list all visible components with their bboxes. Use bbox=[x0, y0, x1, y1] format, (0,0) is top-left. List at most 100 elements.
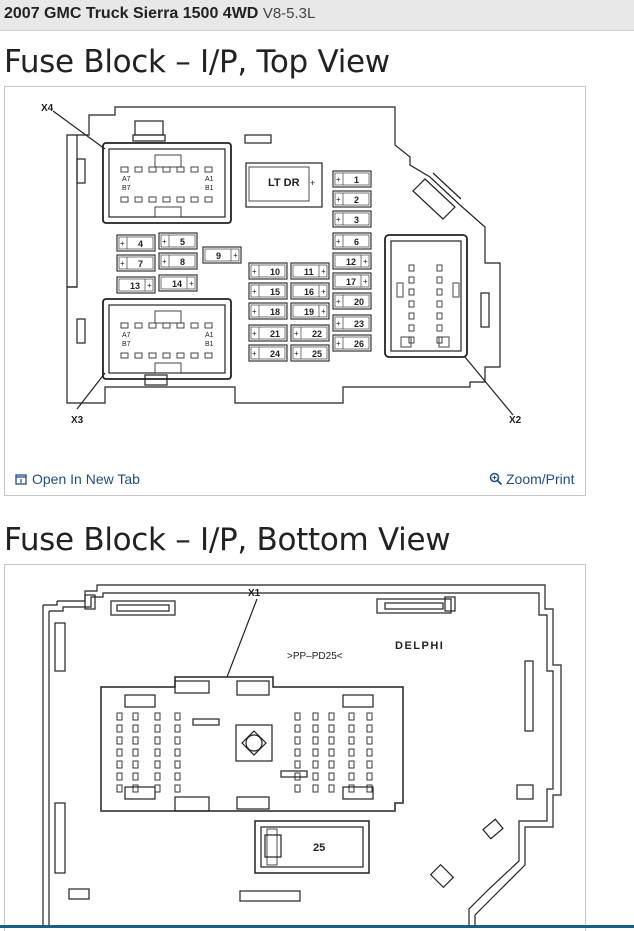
bottom-fuse-25-label: 25 bbox=[313, 842, 325, 854]
fuse-2-label: 2 bbox=[354, 195, 359, 205]
fuse-17-plus: + bbox=[363, 277, 368, 286]
fuse-12[interactable]: +12 bbox=[332, 252, 372, 270]
fuse-1[interactable]: +1 bbox=[332, 170, 372, 188]
fuse-10-plus: + bbox=[252, 267, 257, 276]
fuse-5-label: 5 bbox=[180, 237, 185, 247]
connector-x4-label: X4 bbox=[41, 103, 54, 114]
x3-pin-a1: A1 bbox=[205, 332, 214, 339]
fuse-14-label: 14 bbox=[172, 279, 182, 289]
fuse-12-plus: + bbox=[363, 257, 368, 266]
fuse-15-plus: + bbox=[252, 287, 257, 296]
fuse-7-label: 7 bbox=[138, 259, 143, 269]
magnifier-icon bbox=[489, 472, 503, 486]
top-view-panel[interactable]: X4 X3 X2 LT DR A7 B7 A1 B1 A7 B7 A1 B1 +… bbox=[4, 86, 586, 496]
fuse-13[interactable]: +13 bbox=[116, 276, 156, 294]
bottom-view-title: Fuse Block – I/P, Bottom View bbox=[4, 522, 451, 558]
fuse-26-plus: + bbox=[336, 339, 341, 348]
fuse-16-label: 16 bbox=[304, 287, 314, 297]
fuse-19-plus: + bbox=[321, 307, 326, 316]
fuse-26[interactable]: +26 bbox=[332, 334, 372, 352]
fuse-21-label: 21 bbox=[270, 329, 280, 339]
fuse-21-plus: + bbox=[252, 329, 257, 338]
fuse-7[interactable]: +7 bbox=[116, 254, 156, 272]
fuse-9-label: 9 bbox=[216, 251, 221, 261]
fuse-25[interactable]: +25 bbox=[290, 344, 330, 362]
fuse-17[interactable]: +17 bbox=[332, 272, 372, 290]
connector-x2-label: X2 bbox=[509, 415, 522, 426]
fuse-22[interactable]: +22 bbox=[290, 324, 330, 342]
part-code-label: >PP–PD25< bbox=[287, 651, 343, 662]
fuse-24[interactable]: +24 bbox=[248, 344, 288, 362]
fuse-23[interactable]: +23 bbox=[332, 314, 372, 332]
fuse-23-label: 23 bbox=[354, 319, 364, 329]
fuse-9-plus: + bbox=[233, 251, 238, 260]
fuse-8-plus: + bbox=[162, 257, 167, 266]
top-view-diagram[interactable]: X4 X3 X2 LT DR A7 B7 A1 B1 A7 B7 A1 B1 +… bbox=[5, 87, 585, 467]
fuse-13-label: 13 bbox=[130, 281, 140, 291]
fuse-2-plus: + bbox=[336, 195, 341, 204]
fuse-9[interactable]: +9 bbox=[202, 246, 242, 264]
fuse-10[interactable]: +10 bbox=[248, 262, 288, 280]
fuse-13-plus: + bbox=[147, 281, 152, 290]
fuse-20[interactable]: +20 bbox=[332, 292, 372, 310]
top-view-footer: Open In New Tab Zoom/Print bbox=[5, 467, 585, 493]
fuse-10-label: 10 bbox=[270, 267, 280, 277]
fuse-6[interactable]: +6 bbox=[332, 232, 372, 250]
bottom-view-diagram[interactable]: X1 >PP–PD25< DELPHI 25 bbox=[5, 565, 585, 927]
fuse-14[interactable]: +14 bbox=[158, 274, 198, 292]
fuse-15-label: 15 bbox=[270, 287, 280, 297]
fuse-14-plus: + bbox=[189, 279, 194, 288]
engine-label: V8-5.3L bbox=[262, 5, 316, 22]
fuse-1-label: 1 bbox=[354, 175, 359, 185]
fuse-3-plus: + bbox=[336, 215, 341, 224]
x3-pin-a7: A7 bbox=[122, 332, 131, 339]
fuse-19-label: 19 bbox=[304, 307, 314, 317]
fuse-11[interactable]: +11 bbox=[290, 262, 330, 280]
fuse-16-plus: + bbox=[321, 287, 326, 296]
x4-pin-a1: A1 bbox=[205, 176, 214, 183]
fuse-15[interactable]: +15 bbox=[248, 282, 288, 300]
fuse-22-label: 22 bbox=[312, 329, 322, 339]
zoom-print-label[interactable]: Zoom/Print bbox=[506, 471, 575, 487]
relay-label: LT DR bbox=[268, 177, 300, 189]
fuse-1-plus: + bbox=[336, 175, 341, 184]
fuse-11-label: 11 bbox=[304, 267, 314, 277]
header-bar: 2007 GMC Truck Sierra 1500 4WD V8-5.3L bbox=[0, 0, 634, 31]
fuse-5[interactable]: +5 bbox=[158, 232, 198, 250]
fuse-20-plus: + bbox=[336, 297, 341, 306]
fuse-2[interactable]: +2 bbox=[332, 190, 372, 208]
top-view-title: Fuse Block – I/P, Top View bbox=[4, 44, 390, 80]
open-new-tab-label[interactable]: Open In New Tab bbox=[32, 471, 140, 487]
bottom-view-panel[interactable]: X1 >PP–PD25< DELPHI 25 bbox=[4, 564, 586, 931]
fuse-18[interactable]: +18 bbox=[248, 302, 288, 320]
brand-label: DELPHI bbox=[395, 640, 444, 652]
connector-x1-label: X1 bbox=[248, 588, 261, 599]
connector-x3-label: X3 bbox=[71, 415, 84, 426]
external-window-icon bbox=[15, 474, 27, 485]
vehicle-title: 2007 GMC Truck Sierra 1500 4WD V8-5.3L bbox=[4, 5, 316, 22]
fuse-22-plus: + bbox=[294, 329, 299, 338]
fuse-24-plus: + bbox=[252, 349, 257, 358]
x3-pin-b7: B7 bbox=[122, 341, 131, 348]
fuse-8[interactable]: +8 bbox=[158, 252, 198, 270]
fuse-3-label: 3 bbox=[354, 215, 359, 225]
fuse-12-label: 12 bbox=[346, 257, 356, 267]
fuse-20-label: 20 bbox=[354, 297, 364, 307]
fuse-6-label: 6 bbox=[354, 237, 359, 247]
fuse-3[interactable]: +3 bbox=[332, 210, 372, 228]
open-new-tab-link[interactable]: Open In New Tab bbox=[15, 471, 140, 487]
fuse-25-label: 25 bbox=[312, 349, 322, 359]
x4-pin-b7: B7 bbox=[122, 185, 131, 192]
fuse-26-label: 26 bbox=[354, 339, 364, 349]
x4-pin-b1: B1 bbox=[205, 185, 214, 192]
fuse-4-plus: + bbox=[120, 239, 125, 248]
fuse-4[interactable]: +4 bbox=[116, 234, 156, 252]
zoom-print-link[interactable]: Zoom/Print bbox=[489, 471, 574, 487]
fuse-5-plus: + bbox=[162, 237, 167, 246]
fuse-17-label: 17 bbox=[346, 277, 356, 287]
fuse-21[interactable]: +21 bbox=[248, 324, 288, 342]
fuse-18-label: 18 bbox=[270, 307, 280, 317]
fuse-16[interactable]: +16 bbox=[290, 282, 330, 300]
x4-pin-a7: A7 bbox=[122, 176, 131, 183]
fuse-19[interactable]: +19 bbox=[290, 302, 330, 320]
